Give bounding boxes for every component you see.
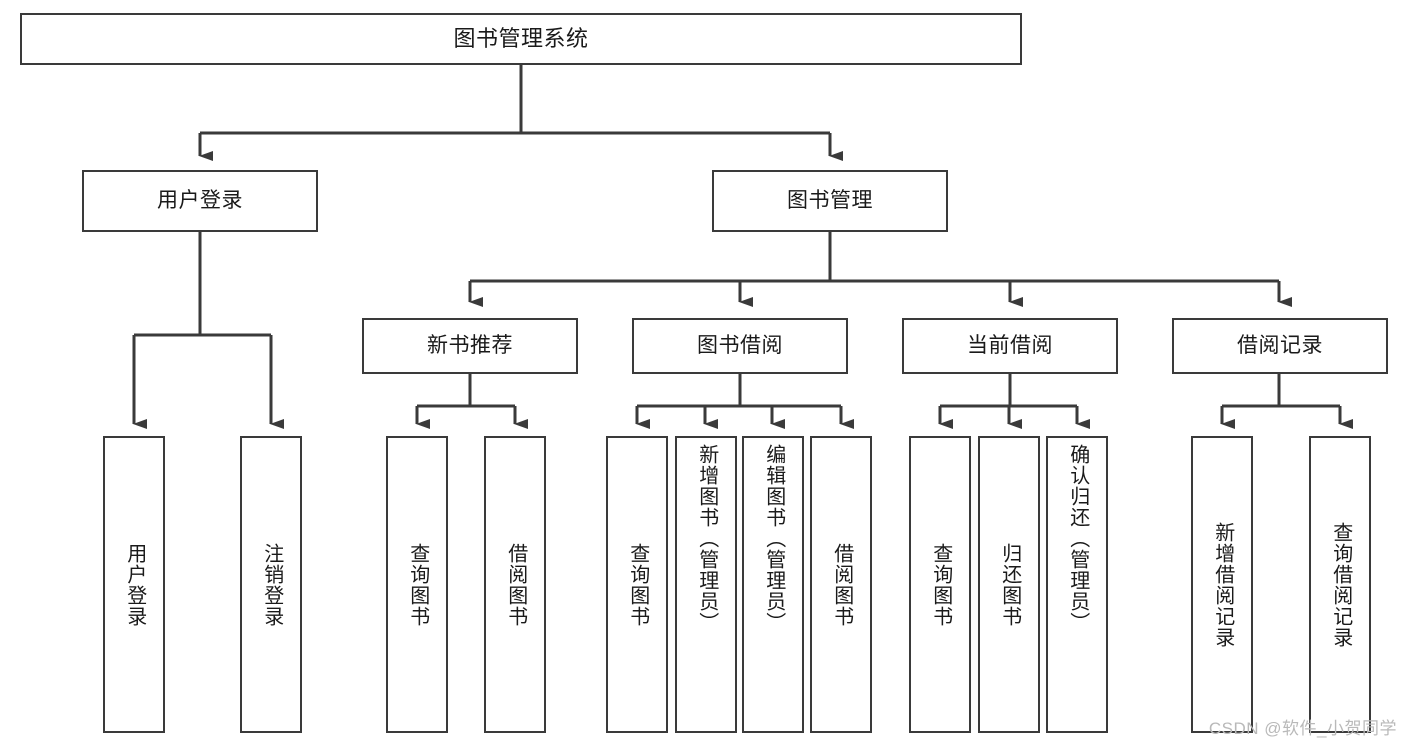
leaf-add-book-admin[interactable]: 新增图书（管理员） (675, 436, 737, 733)
node-borrowing-records[interactable]: 借阅记录 (1172, 318, 1388, 374)
leaf-query-books-recommendation[interactable]: 查询图书 (386, 436, 448, 733)
leaf-query-borrowing-record[interactable]: 查询借阅记录 (1309, 436, 1371, 733)
node-label: 编辑图书（管理员） (762, 444, 785, 633)
leaf-borrow-books-borrowing[interactable]: 借阅图书 (810, 436, 872, 733)
leaf-query-books-borrowing[interactable]: 查询图书 (606, 436, 668, 733)
node-label: 查询图书 (929, 542, 952, 627)
node-label: 借阅记录 (1237, 334, 1323, 358)
node-root-library-system[interactable]: 图书管理系统 (20, 13, 1022, 65)
node-label: 新增借阅记录 (1211, 521, 1234, 648)
node-user-login[interactable]: 用户登录 (82, 170, 318, 232)
leaf-query-books-current[interactable]: 查询图书 (909, 436, 971, 733)
node-label: 借阅图书 (830, 542, 853, 627)
node-label: 注销登录 (260, 542, 283, 627)
node-label: 归还图书 (998, 542, 1021, 627)
node-book-borrowing[interactable]: 图书借阅 (632, 318, 848, 374)
watermark: CSDN @软件_小贺同学 (1208, 719, 1397, 738)
node-label: 图书管理系统 (453, 25, 589, 51)
node-label: 借阅图书 (504, 542, 527, 627)
node-label: 图书管理 (787, 189, 873, 213)
node-label: 确认归还（管理员） (1066, 444, 1089, 633)
leaf-user-login[interactable]: 用户登录 (103, 436, 165, 733)
node-label: 新书推荐 (427, 334, 513, 358)
node-label: 当前借阅 (967, 334, 1053, 358)
node-label: 查询图书 (626, 542, 649, 627)
node-label: 查询借阅记录 (1329, 521, 1352, 648)
leaf-logout[interactable]: 注销登录 (240, 436, 302, 733)
node-label: 图书借阅 (697, 334, 783, 358)
leaf-return-books[interactable]: 归还图书 (978, 436, 1040, 733)
node-label: 查询图书 (406, 542, 429, 627)
node-book-management[interactable]: 图书管理 (712, 170, 948, 232)
leaf-borrow-books-recommendation[interactable]: 借阅图书 (484, 436, 546, 733)
leaf-confirm-return-admin[interactable]: 确认归还（管理员） (1046, 436, 1108, 733)
node-current-borrowing[interactable]: 当前借阅 (902, 318, 1118, 374)
node-label: 用户登录 (123, 542, 146, 627)
leaf-edit-book-admin[interactable]: 编辑图书（管理员） (742, 436, 804, 733)
node-label: 用户登录 (157, 189, 243, 213)
leaf-add-borrowing-record[interactable]: 新增借阅记录 (1191, 436, 1253, 733)
node-new-book-recommendation[interactable]: 新书推荐 (362, 318, 578, 374)
node-label: 新增图书（管理员） (695, 444, 718, 633)
